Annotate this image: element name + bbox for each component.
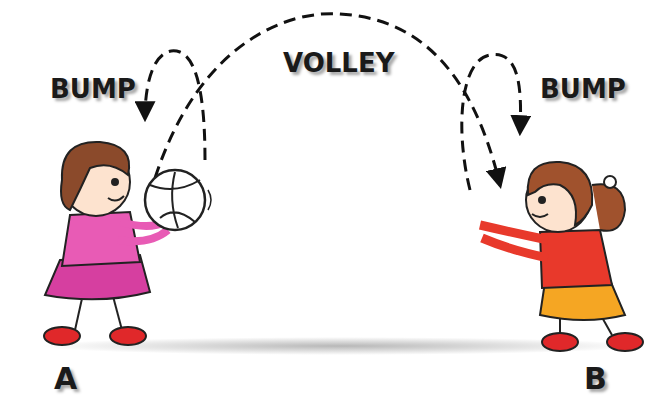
- ball-paths: [145, 14, 521, 190]
- player-a: [44, 142, 211, 345]
- action-label: VOLLEY: [283, 50, 395, 76]
- action-label: BUMP: [50, 76, 136, 102]
- player-label: A: [54, 364, 77, 394]
- player-label: B: [584, 364, 607, 394]
- player-b: [480, 162, 643, 351]
- action-label: BUMP: [540, 76, 626, 102]
